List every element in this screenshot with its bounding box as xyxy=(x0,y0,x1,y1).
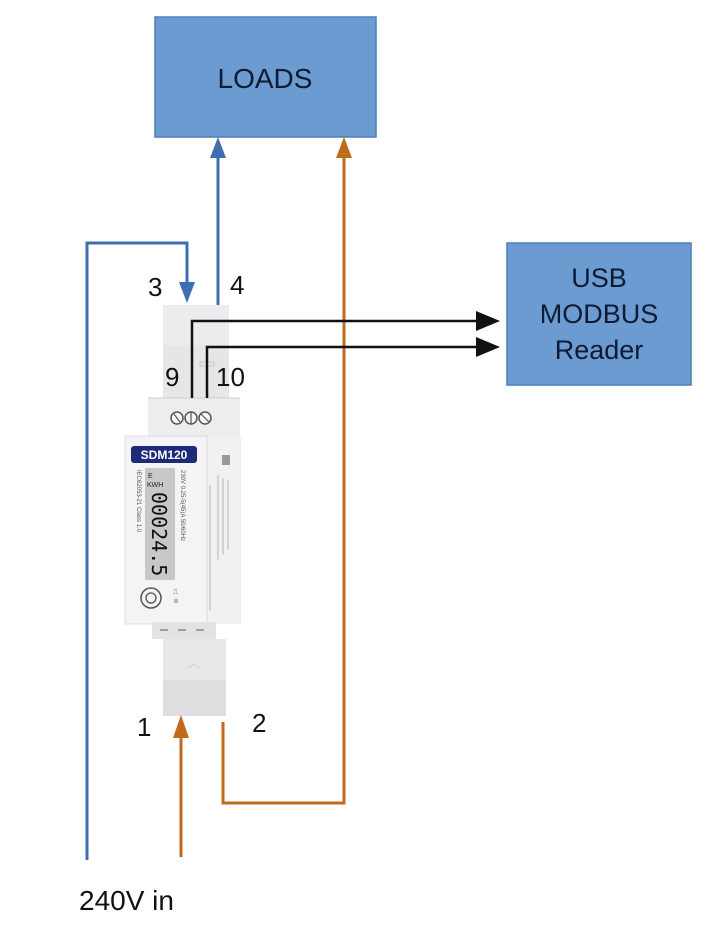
lcd-reading: 00024.5 xyxy=(147,492,171,576)
reader-label-line-2: MODBUS xyxy=(540,299,659,329)
terminal-9-label: 9 xyxy=(165,362,179,392)
neutral-wire-out xyxy=(210,137,226,305)
loads-box: LOADS xyxy=(154,16,377,138)
pulse-led xyxy=(173,598,179,604)
modbus-wire-a xyxy=(190,311,500,398)
model-badge xyxy=(131,446,197,463)
terminal-1-label: 1 xyxy=(137,712,151,742)
meter-rating-text: 230V 0.25-5(45)A 50/60Hz xyxy=(179,470,185,541)
live-wire-out xyxy=(221,137,352,805)
reader-label-line-1: USB xyxy=(571,263,627,293)
neutral-wire-in xyxy=(85,241,195,860)
lcd-display xyxy=(145,468,175,580)
terminal-3-label: 3 xyxy=(148,272,162,302)
input-voltage-label: 240V in xyxy=(79,885,174,916)
reader-label-line-3: Reader xyxy=(555,335,644,365)
pulse-label: ⎍ xyxy=(173,588,178,596)
lcd-prefix: E xyxy=(148,473,153,480)
modbus-wire-b xyxy=(205,337,500,398)
loads-label: LOADS xyxy=(218,63,313,94)
usb-modbus-reader-box: USB MODBUS Reader xyxy=(506,242,692,386)
terminal-4-label: 4 xyxy=(230,270,244,300)
sdm120-meter: SDM120 E KWH 00024.5 IEC62053-21 Class 1… xyxy=(124,305,241,716)
meter-button xyxy=(140,587,162,609)
terminal-screws xyxy=(170,411,212,425)
meter-standard-text: IEC62053-21 Class 1.0 xyxy=(135,470,141,533)
lcd-unit: KWH xyxy=(147,482,163,489)
terminal-10-label: 10 xyxy=(216,362,245,392)
model-label: SDM120 xyxy=(141,448,188,462)
terminal-2-label: 2 xyxy=(252,708,266,738)
live-wire-in xyxy=(173,715,189,857)
